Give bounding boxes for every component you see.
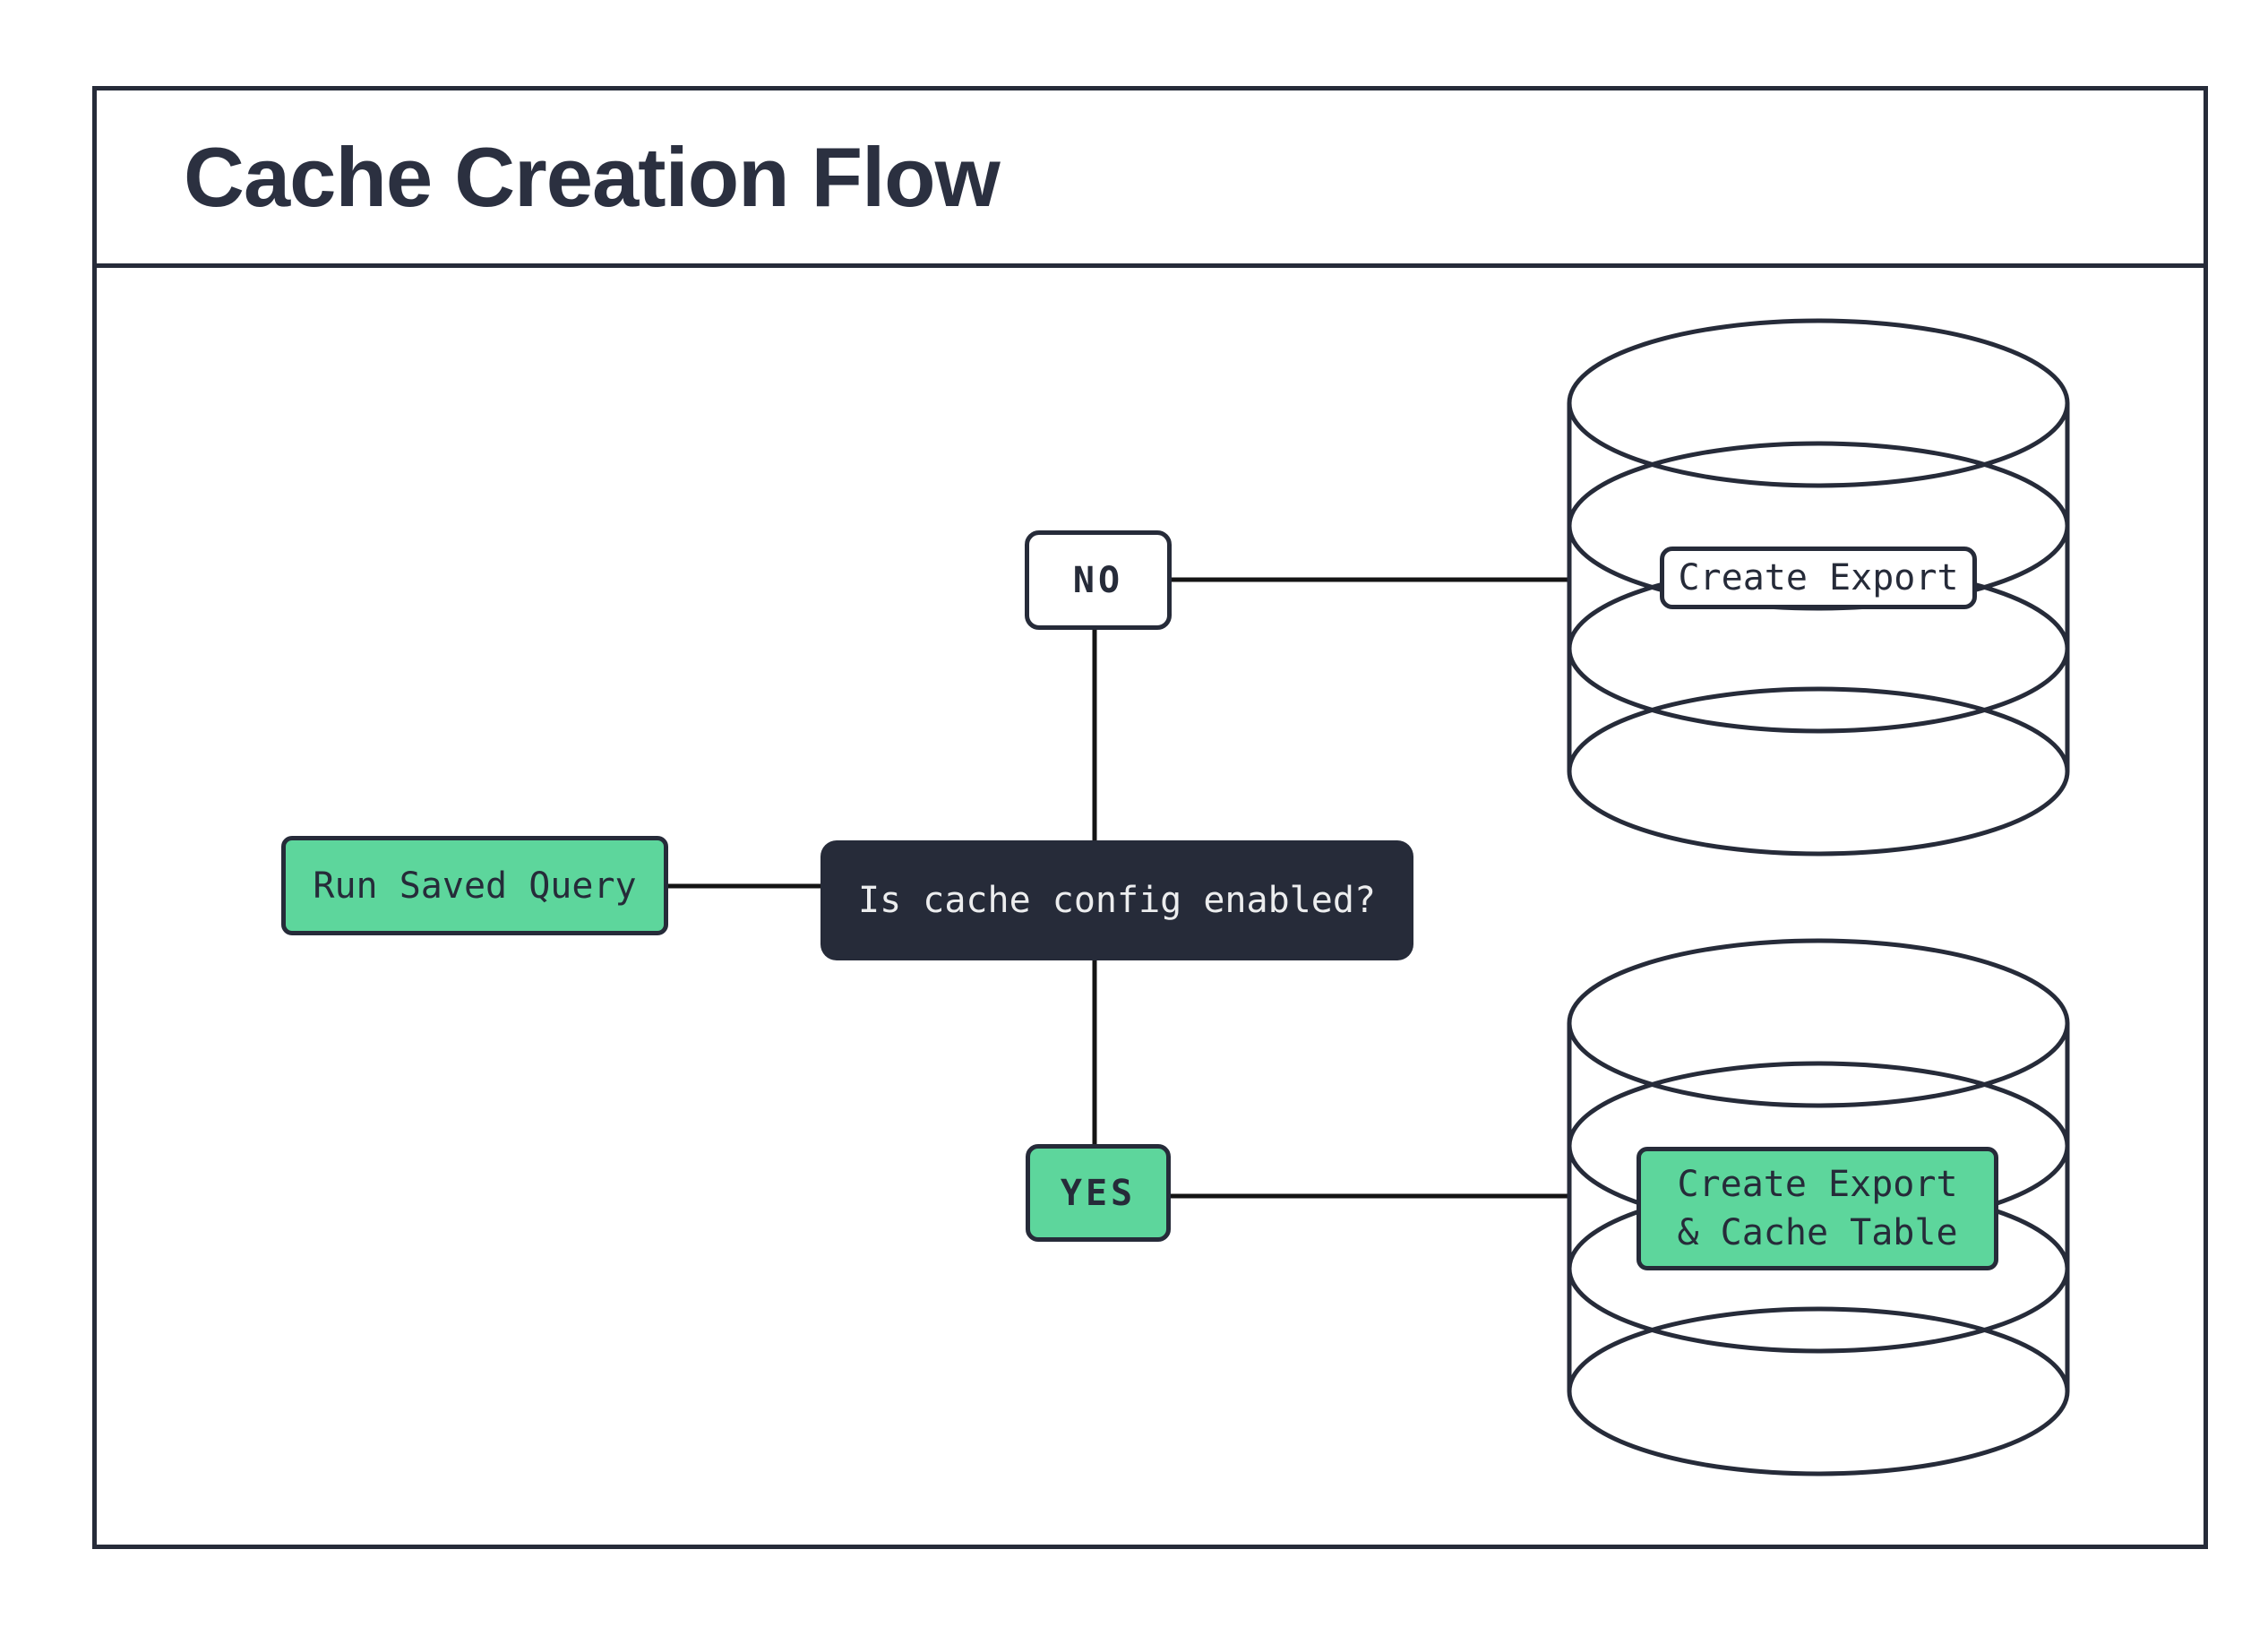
chip-create-export-label: Create Export xyxy=(1678,557,1959,598)
node-decision-label: Is cache config enabled? xyxy=(858,880,1376,921)
diagram-header: Cache Creation Flow xyxy=(97,90,2204,268)
connector-lines xyxy=(668,577,1569,1199)
branch-no-label: NO xyxy=(1072,559,1124,601)
branch-yes-label: YES xyxy=(1060,1172,1137,1214)
page-title: Cache Creation Flow xyxy=(184,129,1001,224)
chip-create-export-cache-line2: & Cache Table xyxy=(1677,1212,1958,1253)
node-run-saved-query-label: Run Saved Query xyxy=(313,865,637,907)
node-run-saved-query: Run Saved Query xyxy=(281,836,668,935)
chip-create-export-cache-line1: Create Export xyxy=(1677,1164,1958,1205)
chip-create-export-cache-table: Create Export & Cache Table xyxy=(1637,1147,1998,1270)
branch-yes-badge: YES xyxy=(1026,1144,1171,1242)
branch-no-badge: NO xyxy=(1025,530,1172,630)
chip-create-export: Create Export xyxy=(1660,547,1977,609)
node-decision-cache-config: Is cache config enabled? xyxy=(820,840,1413,960)
